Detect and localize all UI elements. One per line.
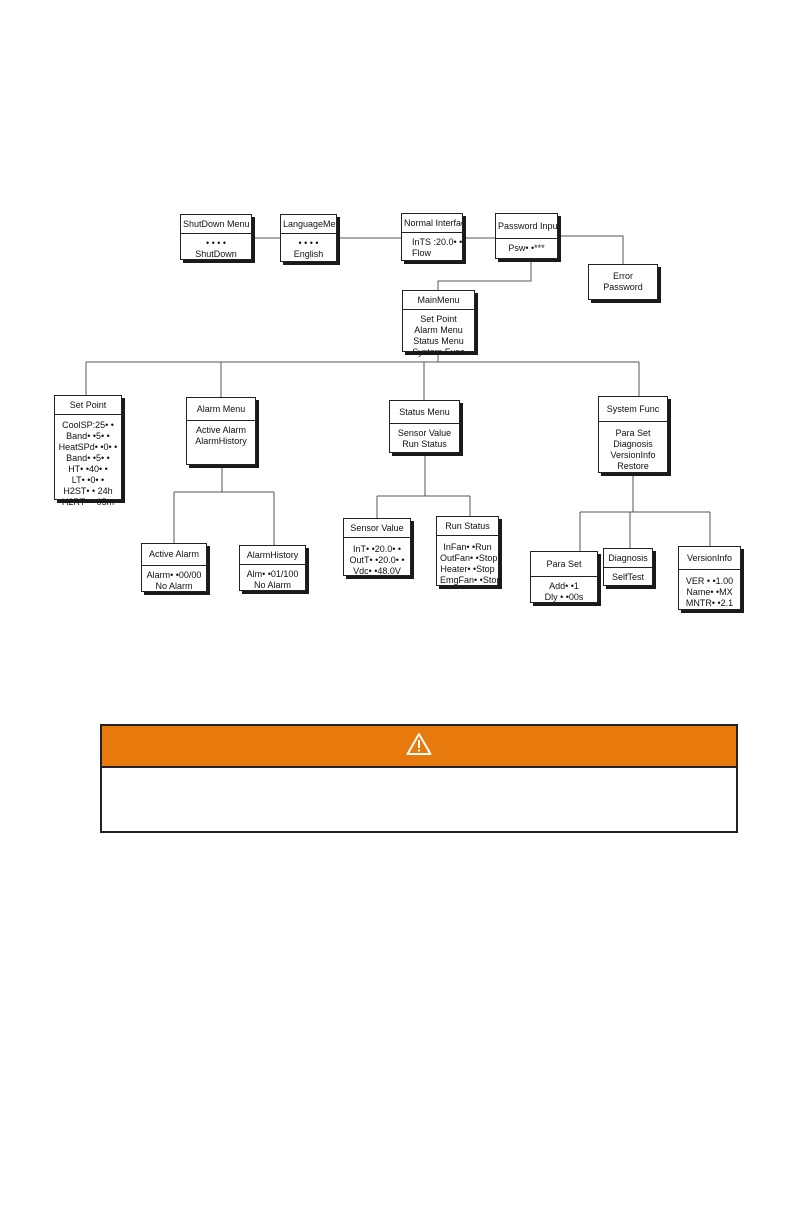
alarm-history-item: Alm• •01/100 [246, 569, 299, 579]
warning-box [100, 724, 738, 833]
warning-header-bar [102, 726, 736, 768]
language-menu-box: LanguageMenu • • • • English [280, 214, 337, 262]
alarm-history-title: AlarmHistory [240, 546, 305, 565]
set-point-item: H2RT• • 05m [61, 497, 115, 507]
alarm-menu-box: Alarm Menu Active Alarm AlarmHistory [186, 397, 256, 465]
shutdown-menu-line1: • • • • [205, 238, 227, 248]
normal-interface-line2: Flow [412, 248, 432, 258]
active-alarm-item: Alarm• •00/00 [146, 570, 202, 580]
set-point-box: Set Point CoolSP:25• • Band• •5• • HeatS… [54, 395, 122, 507]
active-alarm-box: Active Alarm Alarm• •00/00 No Alarm [141, 543, 207, 592]
para-set-item: Dly • •00s [544, 592, 584, 602]
error-password-box: Error Password [588, 264, 658, 300]
main-menu-title: MainMenu [403, 291, 474, 310]
para-set-title: Para Set [531, 552, 597, 577]
status-menu-box: Status Menu Sensor Value Run Status [389, 400, 460, 453]
run-status-item: OutFan• •Stop [440, 553, 498, 563]
main-menu-item: System Func [412, 347, 465, 357]
run-status-title: Run Status [437, 517, 498, 536]
normal-interface-box: Normal Interface InTS :20.0• • Flow [401, 213, 463, 261]
set-point-item: Band• •5• • [66, 431, 110, 441]
set-point-item: H2ST• • 24h [63, 486, 113, 496]
diagnosis-item: SelfTest [611, 572, 644, 582]
warning-text [102, 768, 736, 784]
error-password-line2: Password [603, 282, 643, 292]
set-point-item: LT• •0• • [71, 475, 105, 485]
system-func-item: Para Set [615, 428, 651, 438]
system-func-item: VersionInfo [610, 450, 656, 460]
language-menu-line2: English [293, 249, 324, 259]
sensor-value-item: OutT• •20.0• • [349, 555, 405, 565]
active-alarm-title: Active Alarm [142, 544, 206, 566]
set-point-item: CoolSP:25• • [62, 420, 114, 430]
alarm-history-item: No Alarm [253, 580, 291, 590]
version-info-item: VER • •1.00 [685, 576, 734, 586]
diagnosis-box: Diagnosis SelfTest [603, 548, 653, 586]
run-status-item: Heater• •Stop [440, 564, 495, 574]
system-func-item: Restore [617, 461, 649, 471]
password-input-title: Password Input [496, 214, 557, 239]
set-point-item: HeatSPd• •0• • [58, 442, 118, 452]
shutdown-menu-line2: ShutDown [195, 249, 237, 259]
sensor-value-item: InT• •20.0• • [352, 544, 402, 554]
run-status-item: InFan• •Run [443, 542, 492, 552]
password-input-line1: Psw• •*** [508, 243, 545, 253]
system-func-title: System Func [599, 397, 667, 422]
set-point-title: Set Point [55, 396, 121, 415]
diagnosis-title: Diagnosis [604, 549, 652, 568]
sensor-value-item: Vdc• •48.0V [353, 566, 401, 576]
para-set-box: Para Set Add• •1 Dly • •00s [530, 551, 598, 603]
main-menu-item: Set Point [420, 314, 457, 324]
version-info-box: VersionInfo VER • •1.00 Name• •MX MNTR• … [678, 546, 741, 610]
error-password-line1: Error [613, 271, 633, 281]
status-menu-item: Run Status [402, 439, 447, 449]
set-point-item: HT• •40• • [68, 464, 108, 474]
alarm-menu-item: Active Alarm [195, 425, 246, 435]
system-func-item: Diagnosis [613, 439, 653, 449]
alarm-menu-item: AlarmHistory [195, 436, 247, 446]
shutdown-menu-box: ShutDown Menu • • • • ShutDown [180, 214, 252, 260]
sensor-value-box: Sensor Value InT• •20.0• • OutT• •20.0• … [343, 518, 411, 576]
normal-interface-title: Normal Interface [402, 214, 462, 233]
language-menu-line1: • • • • [298, 238, 319, 248]
system-func-box: System Func Para Set Diagnosis VersionIn… [598, 396, 668, 473]
password-input-box: Password Input Psw• •*** [495, 213, 558, 259]
main-menu-item: Alarm Menu [414, 325, 463, 335]
alarm-history-box: AlarmHistory Alm• •01/100 No Alarm [239, 545, 306, 591]
para-set-item: Add• •1 [549, 581, 579, 591]
status-menu-title: Status Menu [390, 401, 459, 424]
version-info-item: Name• •MX [686, 587, 733, 597]
language-menu-title: LanguageMenu [281, 215, 336, 234]
normal-interface-line1: InTS :20.0• • [412, 237, 463, 247]
alarm-menu-title: Alarm Menu [187, 398, 255, 421]
sensor-value-title: Sensor Value [344, 519, 410, 538]
main-menu-box: MainMenu Set Point Alarm Menu Status Men… [402, 290, 475, 357]
run-status-box: Run Status InFan• •Run OutFan• •Stop Hea… [436, 516, 502, 586]
set-point-item: Band• •5• • [66, 453, 110, 463]
version-info-title: VersionInfo [679, 547, 740, 570]
run-status-item: EmgFan• •Stop [440, 575, 502, 585]
main-menu-item: Status Menu [413, 336, 464, 346]
shutdown-menu-title: ShutDown Menu [181, 215, 251, 234]
status-menu-item: Sensor Value [397, 428, 452, 438]
warning-triangle-icon [406, 732, 432, 761]
active-alarm-item: No Alarm [155, 581, 193, 591]
version-info-item: MNTR• •2.1 [685, 598, 734, 608]
